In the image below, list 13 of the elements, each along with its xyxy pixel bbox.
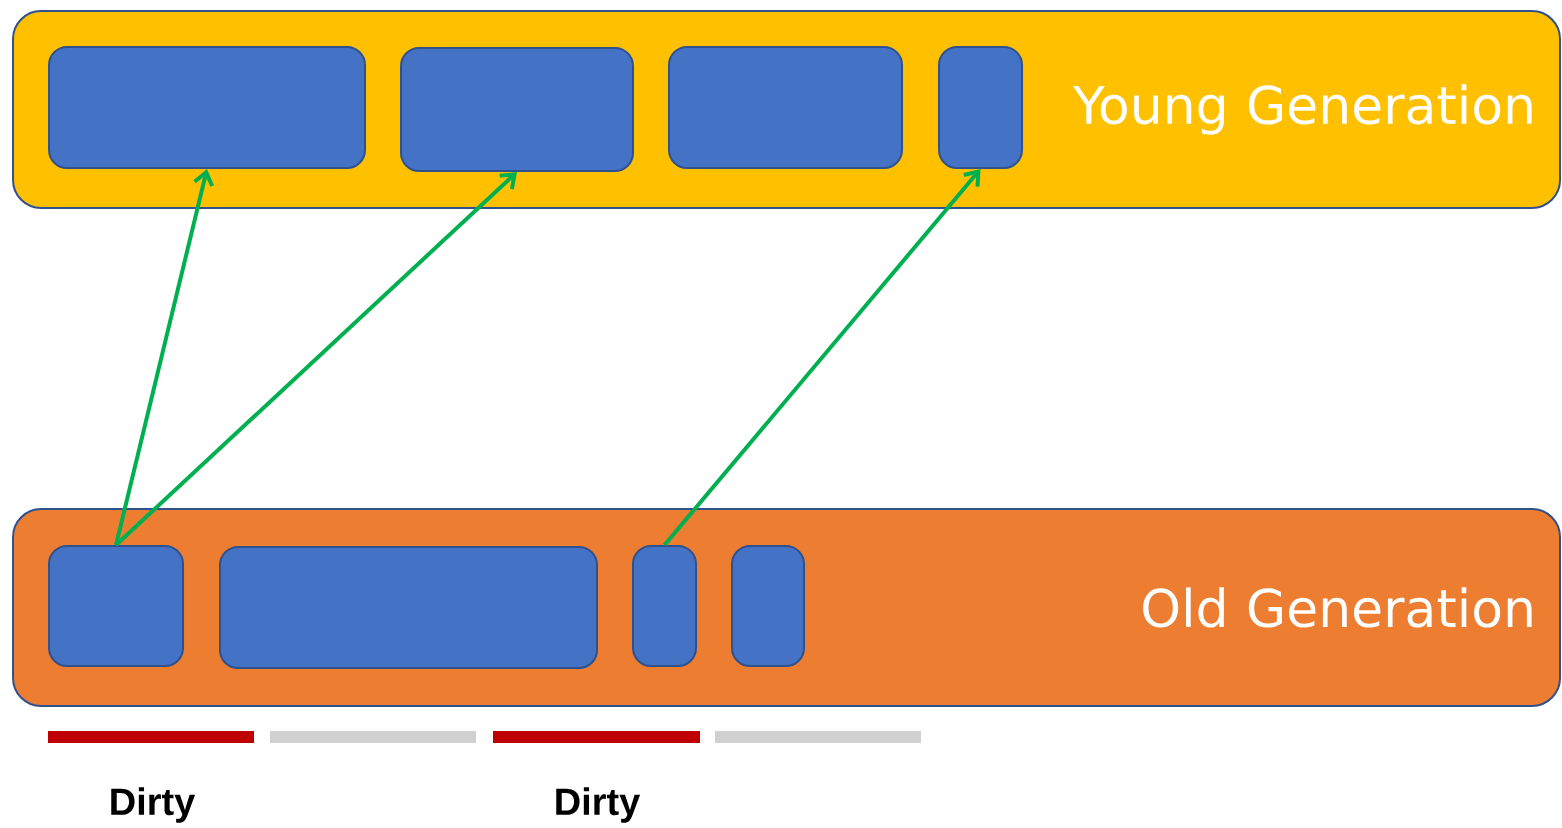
object-box bbox=[731, 545, 805, 667]
object-box bbox=[632, 545, 697, 667]
arrow bbox=[662, 169, 981, 547]
object-box bbox=[668, 46, 903, 169]
arrow bbox=[114, 172, 517, 547]
object-box bbox=[48, 46, 366, 169]
object-box bbox=[400, 47, 634, 172]
card-label: Dirty bbox=[556, 787, 641, 823]
arrow bbox=[114, 169, 214, 546]
object-box bbox=[219, 546, 598, 669]
object-box bbox=[48, 545, 184, 667]
card-label: Dirty bbox=[111, 787, 196, 823]
object-box bbox=[938, 46, 1023, 169]
